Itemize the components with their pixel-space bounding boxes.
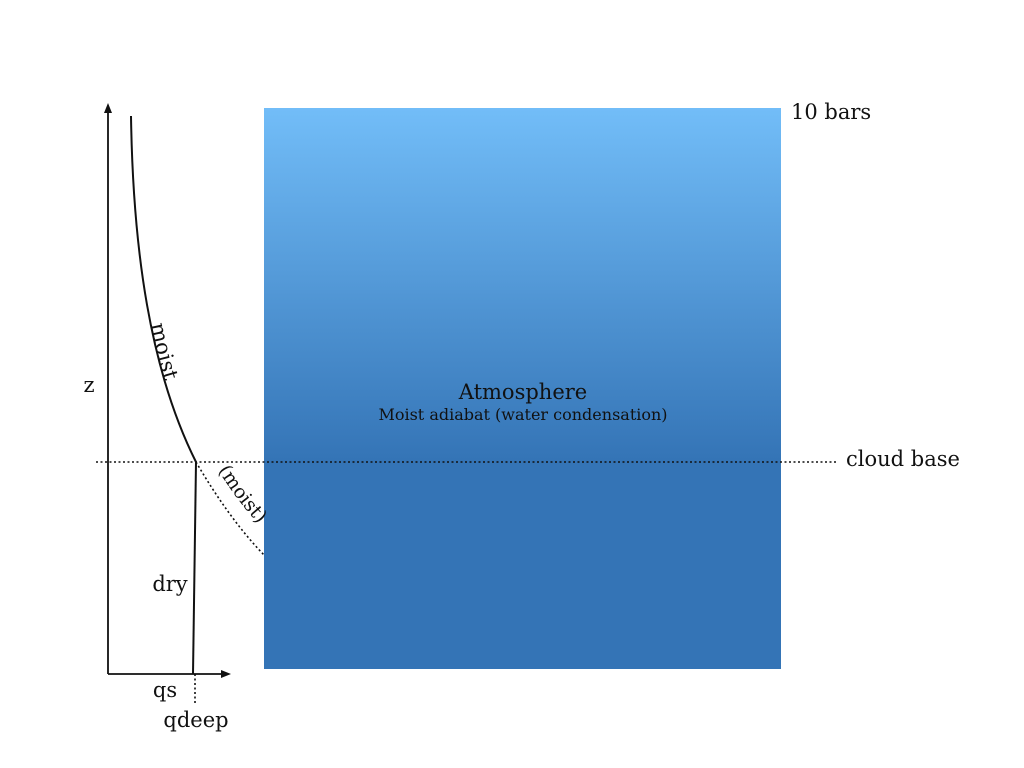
qdeep-label: qdeep [163,708,228,732]
moist-extrapolated-label-path: (moist) [214,461,272,527]
top-pressure-label: 10 bars [791,100,871,124]
z-axis-label: z [83,373,94,397]
atmosphere-subtitle: Moist adiabat (water condensation) [378,405,667,424]
moist-extrapolated-label: (moist) [214,461,272,527]
moist-label: moist [146,320,183,383]
moist-label-path: moist [146,320,183,383]
dry-profile-line [192,461,197,675]
moist-profile-curve [130,115,197,463]
moist-extrapolated-curve [195,461,265,556]
dry-label: dry [152,572,187,596]
cloud-base-label: cloud base [846,447,960,471]
atmosphere-title: Atmosphere [458,380,587,404]
qs-axis-label: qs [153,678,177,702]
atmosphere-box [264,108,781,669]
